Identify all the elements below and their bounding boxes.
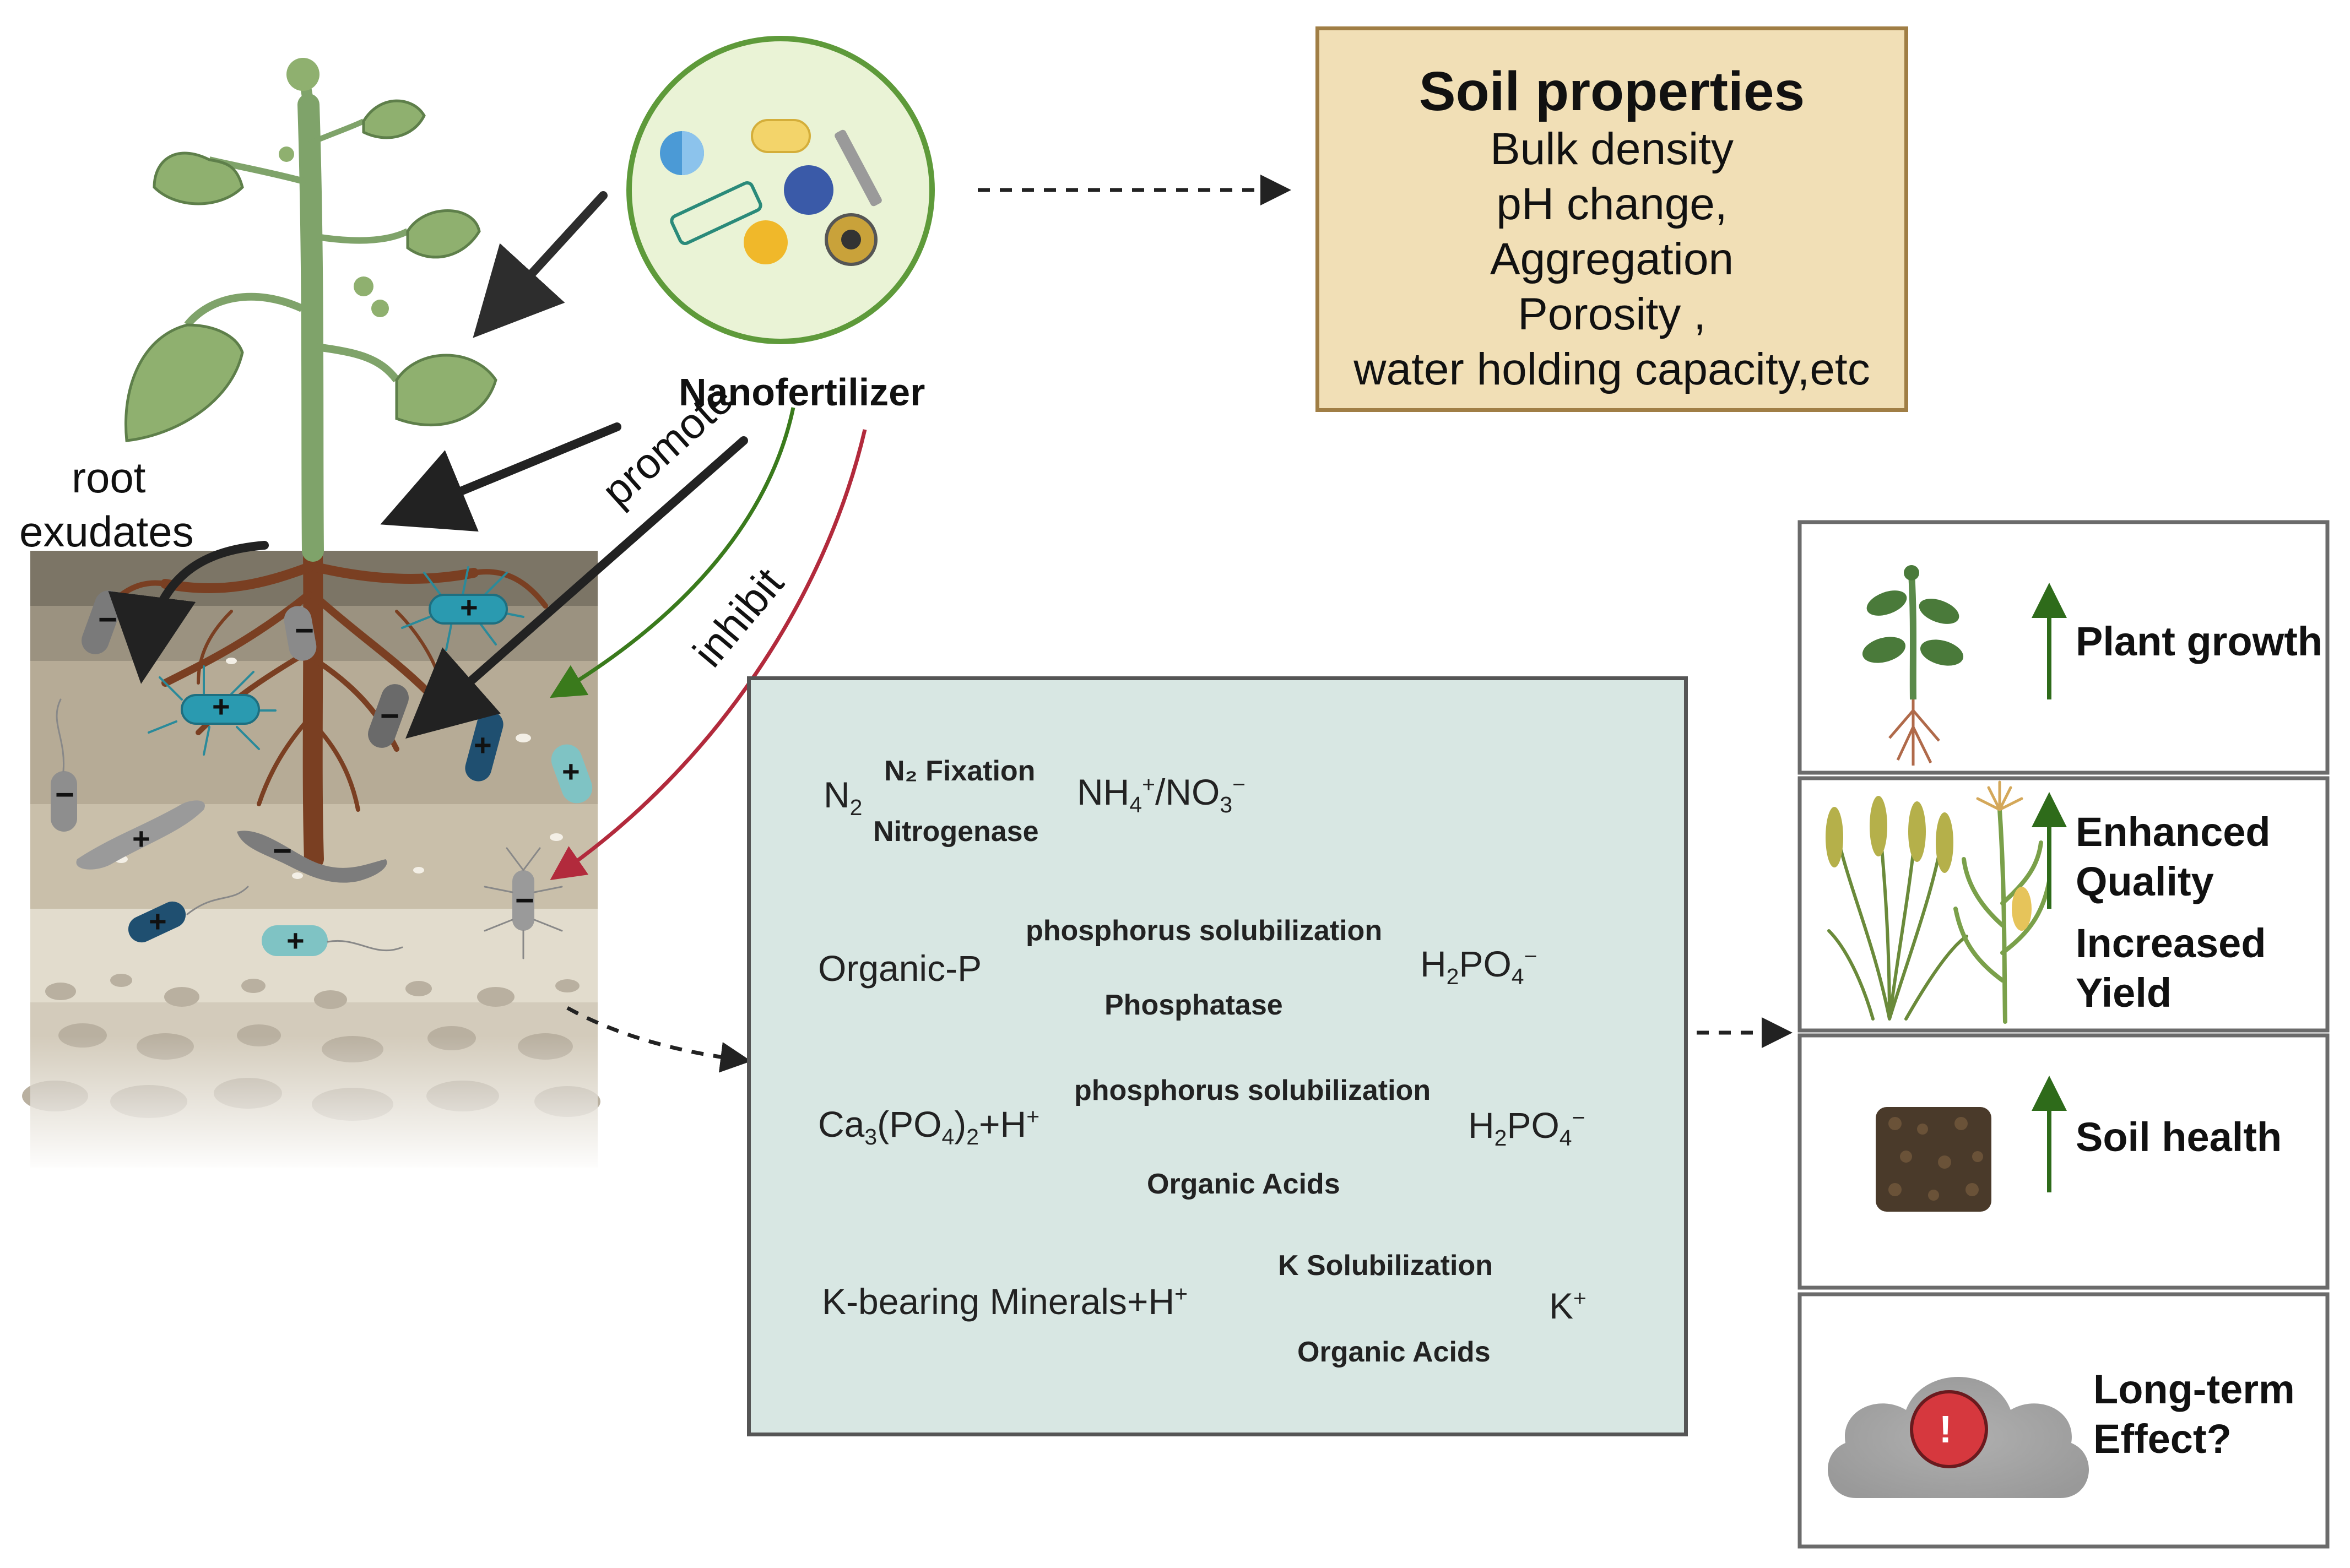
small-plant-icon: [1862, 565, 1964, 766]
charge-plus: +: [460, 590, 478, 625]
charge-plus: +: [132, 821, 150, 856]
charge-plus: +: [149, 904, 167, 938]
reaction-4-process: K Solubilization: [1278, 1250, 1493, 1282]
soil-property-item: water holding capacity,etc: [1353, 344, 1870, 394]
reaction-3-product: H2PO4−: [1468, 1105, 1585, 1151]
reaction-2-product: H2PO4−: [1420, 943, 1537, 990]
inhibit-arrow: [550, 429, 867, 880]
charge-minus: −: [515, 882, 535, 919]
charge-minus: −: [380, 697, 400, 734]
reaction-3-reactant: Ca3(PO4)2+H+: [818, 1104, 1040, 1150]
reaction-3-agent: Organic Acids: [1147, 1168, 1340, 1200]
reaction-4-agent: Organic Acids: [1297, 1336, 1491, 1368]
reaction-1-reactant: N2: [824, 774, 863, 821]
outcome-enhanced: Enhanced: [2076, 809, 2271, 855]
application-arrows: [108, 191, 748, 739]
soil-microbes: [51, 566, 593, 959]
charge-plus: +: [562, 754, 580, 789]
wheat-corn-icon: [1826, 780, 2051, 1024]
soil-clod-icon: [1876, 1107, 1991, 1212]
outcome-increased: Increased: [2076, 920, 2266, 966]
soil-property-item: Bulk density: [1490, 124, 1734, 174]
nanofertilizer-label: Nanofertilizer: [679, 371, 925, 414]
charge-plus: +: [286, 923, 305, 958]
charge-plus: +: [212, 689, 230, 724]
plant-shoot: [124, 58, 497, 562]
soil-properties-box: Soil properties Bulk density pH change, …: [1315, 26, 1908, 412]
reaction-2-enzyme: Phosphatase: [1104, 989, 1283, 1021]
outcome-plant-growth: Plant growth: [2076, 618, 2323, 664]
promote-arrow: [549, 407, 795, 698]
reaction-4-product: K+: [1549, 1285, 1586, 1326]
outcome-soil-health: Soil health: [2076, 1114, 2282, 1160]
soil-property-item: pH change,: [1496, 179, 1728, 229]
outcome-long-term: Long-term: [2093, 1366, 2295, 1412]
nanofertilizer-circle: [626, 36, 935, 344]
outcome-yield: Yield: [2076, 970, 2172, 1016]
alert-symbol: !: [1939, 1408, 1952, 1451]
reaction-2-process: phosphorus solubilization: [1026, 915, 1383, 947]
charge-minus: −: [55, 776, 75, 813]
reactions-box: [747, 676, 1688, 1436]
reaction-1-process: N₂ Fixation: [884, 755, 1036, 787]
root-label-line2: exudates: [19, 507, 194, 556]
charge-plus: +: [474, 728, 492, 762]
reaction-4-reactant: K-bearing Minerals+H+: [822, 1281, 1188, 1322]
soil-property-item: Aggregation: [1490, 234, 1734, 284]
alert-icon: [1910, 1390, 1988, 1468]
charge-minus: −: [295, 612, 315, 649]
outcome-effect: Effect?: [2093, 1416, 2232, 1462]
to-reactions-arrow: [566, 1006, 751, 1073]
charge-minus: −: [98, 601, 118, 638]
soil-properties-title: Soil properties: [1418, 61, 1805, 122]
reaction-3-process: phosphorus solubilization: [1074, 1075, 1431, 1106]
reaction-1-product: NH4+/NO3−: [1077, 772, 1246, 818]
reaction-1-enzyme: Nitrogenase: [873, 816, 1039, 848]
root-label-line1: root: [72, 453, 146, 502]
soil-property-item: Porosity ,: [1518, 289, 1706, 339]
reaction-2-reactant: Organic-P: [818, 948, 982, 989]
outcome-quality: Quality: [2076, 859, 2214, 904]
charge-minus: −: [273, 832, 293, 869]
